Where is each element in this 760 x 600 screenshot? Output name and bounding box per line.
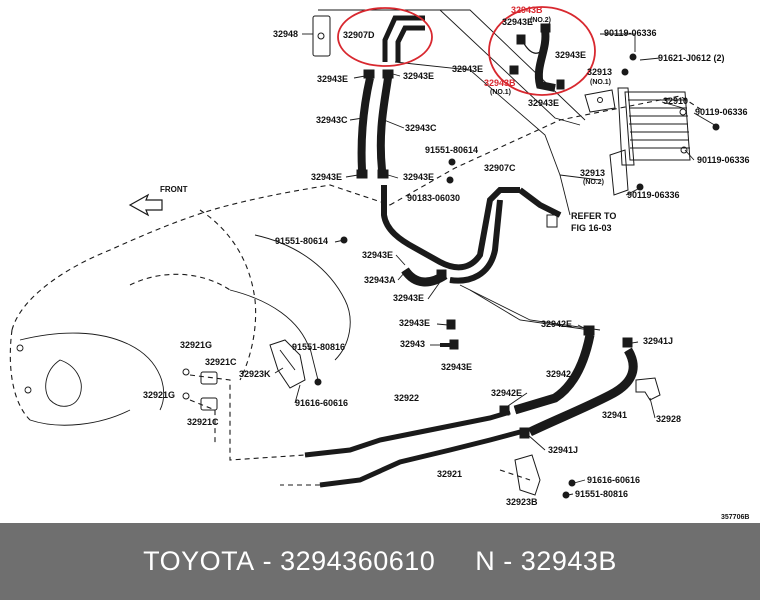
tube-32921[interactable]: [319, 429, 521, 488]
diagram-code: 357706B: [721, 514, 749, 521]
footer-part-ref: N - 32943B: [475, 546, 617, 576]
label-90119-c: 90119-06336: [697, 155, 750, 165]
bracket-32928[interactable]: [635, 377, 661, 401]
label-91616-a: 91616-60616: [295, 398, 348, 408]
bracket-32923b[interactable]: [514, 454, 541, 496]
bolts[interactable]: [314, 53, 720, 499]
label-32943e-i: 32943E: [362, 250, 393, 260]
label-32907c: 32907C: [484, 163, 516, 173]
label-32921: 32921: [437, 469, 462, 479]
highlight-circles: [337, 6, 596, 96]
label-32921c-b: 32921C: [187, 417, 219, 427]
leader-lines: [274, 33, 719, 496]
hose-32943b[interactable]: [509, 23, 565, 92]
label-32943b-mid: 32943B: [484, 78, 516, 88]
footer-bar: TOYOTA - 3294360610 N - 32943B: [0, 523, 760, 600]
label-91551-c: 91551-80816: [292, 342, 345, 352]
label-32923b: 32923B: [506, 497, 538, 507]
oil-cooler-32910[interactable]: [617, 87, 691, 166]
label-91616-b: 91616-60616: [587, 475, 640, 485]
label-32942: 32942: [546, 369, 571, 379]
label-refer-1: REFER TO: [571, 211, 616, 221]
label-32943b-top: 32943B: [511, 5, 543, 15]
label-32910: 32910: [663, 96, 688, 106]
label-90119-d: 90119-06336: [627, 190, 680, 200]
label-no2-b: (NO.2): [583, 179, 604, 186]
tube-32907d[interactable]: [382, 15, 425, 62]
arrow-icon: [128, 193, 163, 217]
label-32923k: 32923K: [239, 369, 271, 379]
label-32921g-b: 32921G: [143, 390, 175, 400]
label-32943e-j: 32943E: [393, 293, 424, 303]
label-32943a: 32943A: [364, 275, 396, 285]
label-no1-mid: (NO.1): [490, 89, 511, 96]
hose-32942[interactable]: [499, 325, 595, 416]
hose-32941[interactable]: [519, 337, 638, 439]
bracket-32923k[interactable]: [269, 339, 306, 389]
label-32943e-f: 32943E: [317, 74, 348, 84]
label-refer-2: FIG 16-03: [571, 223, 612, 233]
label-32943c-a: 32943C: [316, 115, 348, 125]
label-32943: 32943: [400, 339, 425, 349]
label-32913-b: 32913: [580, 168, 605, 178]
label-32943e-l: 32943E: [441, 362, 472, 372]
lead-lines: [189, 289, 591, 486]
fittings-32921[interactable]: [182, 368, 218, 411]
label-32943e-k: 32943E: [399, 318, 430, 328]
label-32921g-a: 32921G: [180, 340, 212, 350]
label-32943e-e: 32943E: [528, 98, 559, 108]
label-32943e-g: 32943E: [403, 71, 434, 81]
footer-gap: [435, 546, 475, 577]
label-91551-b: 91551-80614: [275, 236, 328, 246]
label-91621: 91621-J0612 (2): [658, 53, 725, 63]
label-32943e-b: 32943E: [555, 50, 586, 60]
label-32922: 32922: [394, 393, 419, 403]
bracket-32948[interactable]: [312, 15, 331, 57]
label-32943e-h: 32943E: [311, 172, 342, 182]
center-pipes[interactable]: [381, 185, 562, 284]
label-32942e-b: 32942E: [491, 388, 522, 398]
bracket-32913-no1[interactable]: [584, 89, 616, 113]
hose-32943c[interactable]: [356, 69, 394, 179]
footer-brand: TOYOTA: [143, 546, 255, 576]
label-32948: 32948: [273, 29, 298, 39]
label-32943c-b: 32943C: [405, 123, 437, 133]
label-32943e-i-top: 32943E: [403, 172, 434, 182]
label-32913-a: 32913: [587, 67, 612, 77]
label-90119-b: 90119-06336: [695, 107, 748, 117]
label-90183: 90183-06030: [407, 193, 460, 203]
label-no1-b: (NO.1): [590, 79, 611, 86]
label-front: FRONT: [160, 185, 188, 194]
label-32921c-a: 32921C: [205, 357, 237, 367]
label-91551-d: 91551-80816: [575, 489, 628, 499]
label-32941j-a: 32941J: [643, 336, 673, 346]
label-32941j-b: 32941J: [548, 445, 578, 455]
parts-diagram: 32948 32907D 32943B (NO.2) 32943E 32943E…: [9, 5, 750, 521]
part-labels: 32948 32907D 32943B (NO.2) 32943E 32943E…: [143, 5, 750, 521]
tube-32922[interactable]: [304, 409, 511, 458]
label-32943e-a: 32943E: [502, 17, 533, 27]
label-91551-a: 91551-80614: [425, 145, 478, 155]
label-32907d: 32907D: [343, 30, 375, 40]
bracket-32913-no2[interactable]: [609, 149, 629, 196]
label-32941: 32941: [602, 410, 627, 420]
label-32928: 32928: [656, 414, 681, 424]
footer-sep-1: -: [254, 546, 281, 576]
label-32942e-a: 32942E: [541, 319, 572, 329]
label-90119-a: 90119-06336: [604, 28, 657, 38]
footer-part-number: 3294360610: [280, 546, 436, 576]
label-no2-top: (NO.2): [530, 17, 551, 24]
transmission-outline: [9, 95, 706, 426]
label-32943e-c: 32943E: [452, 64, 483, 74]
